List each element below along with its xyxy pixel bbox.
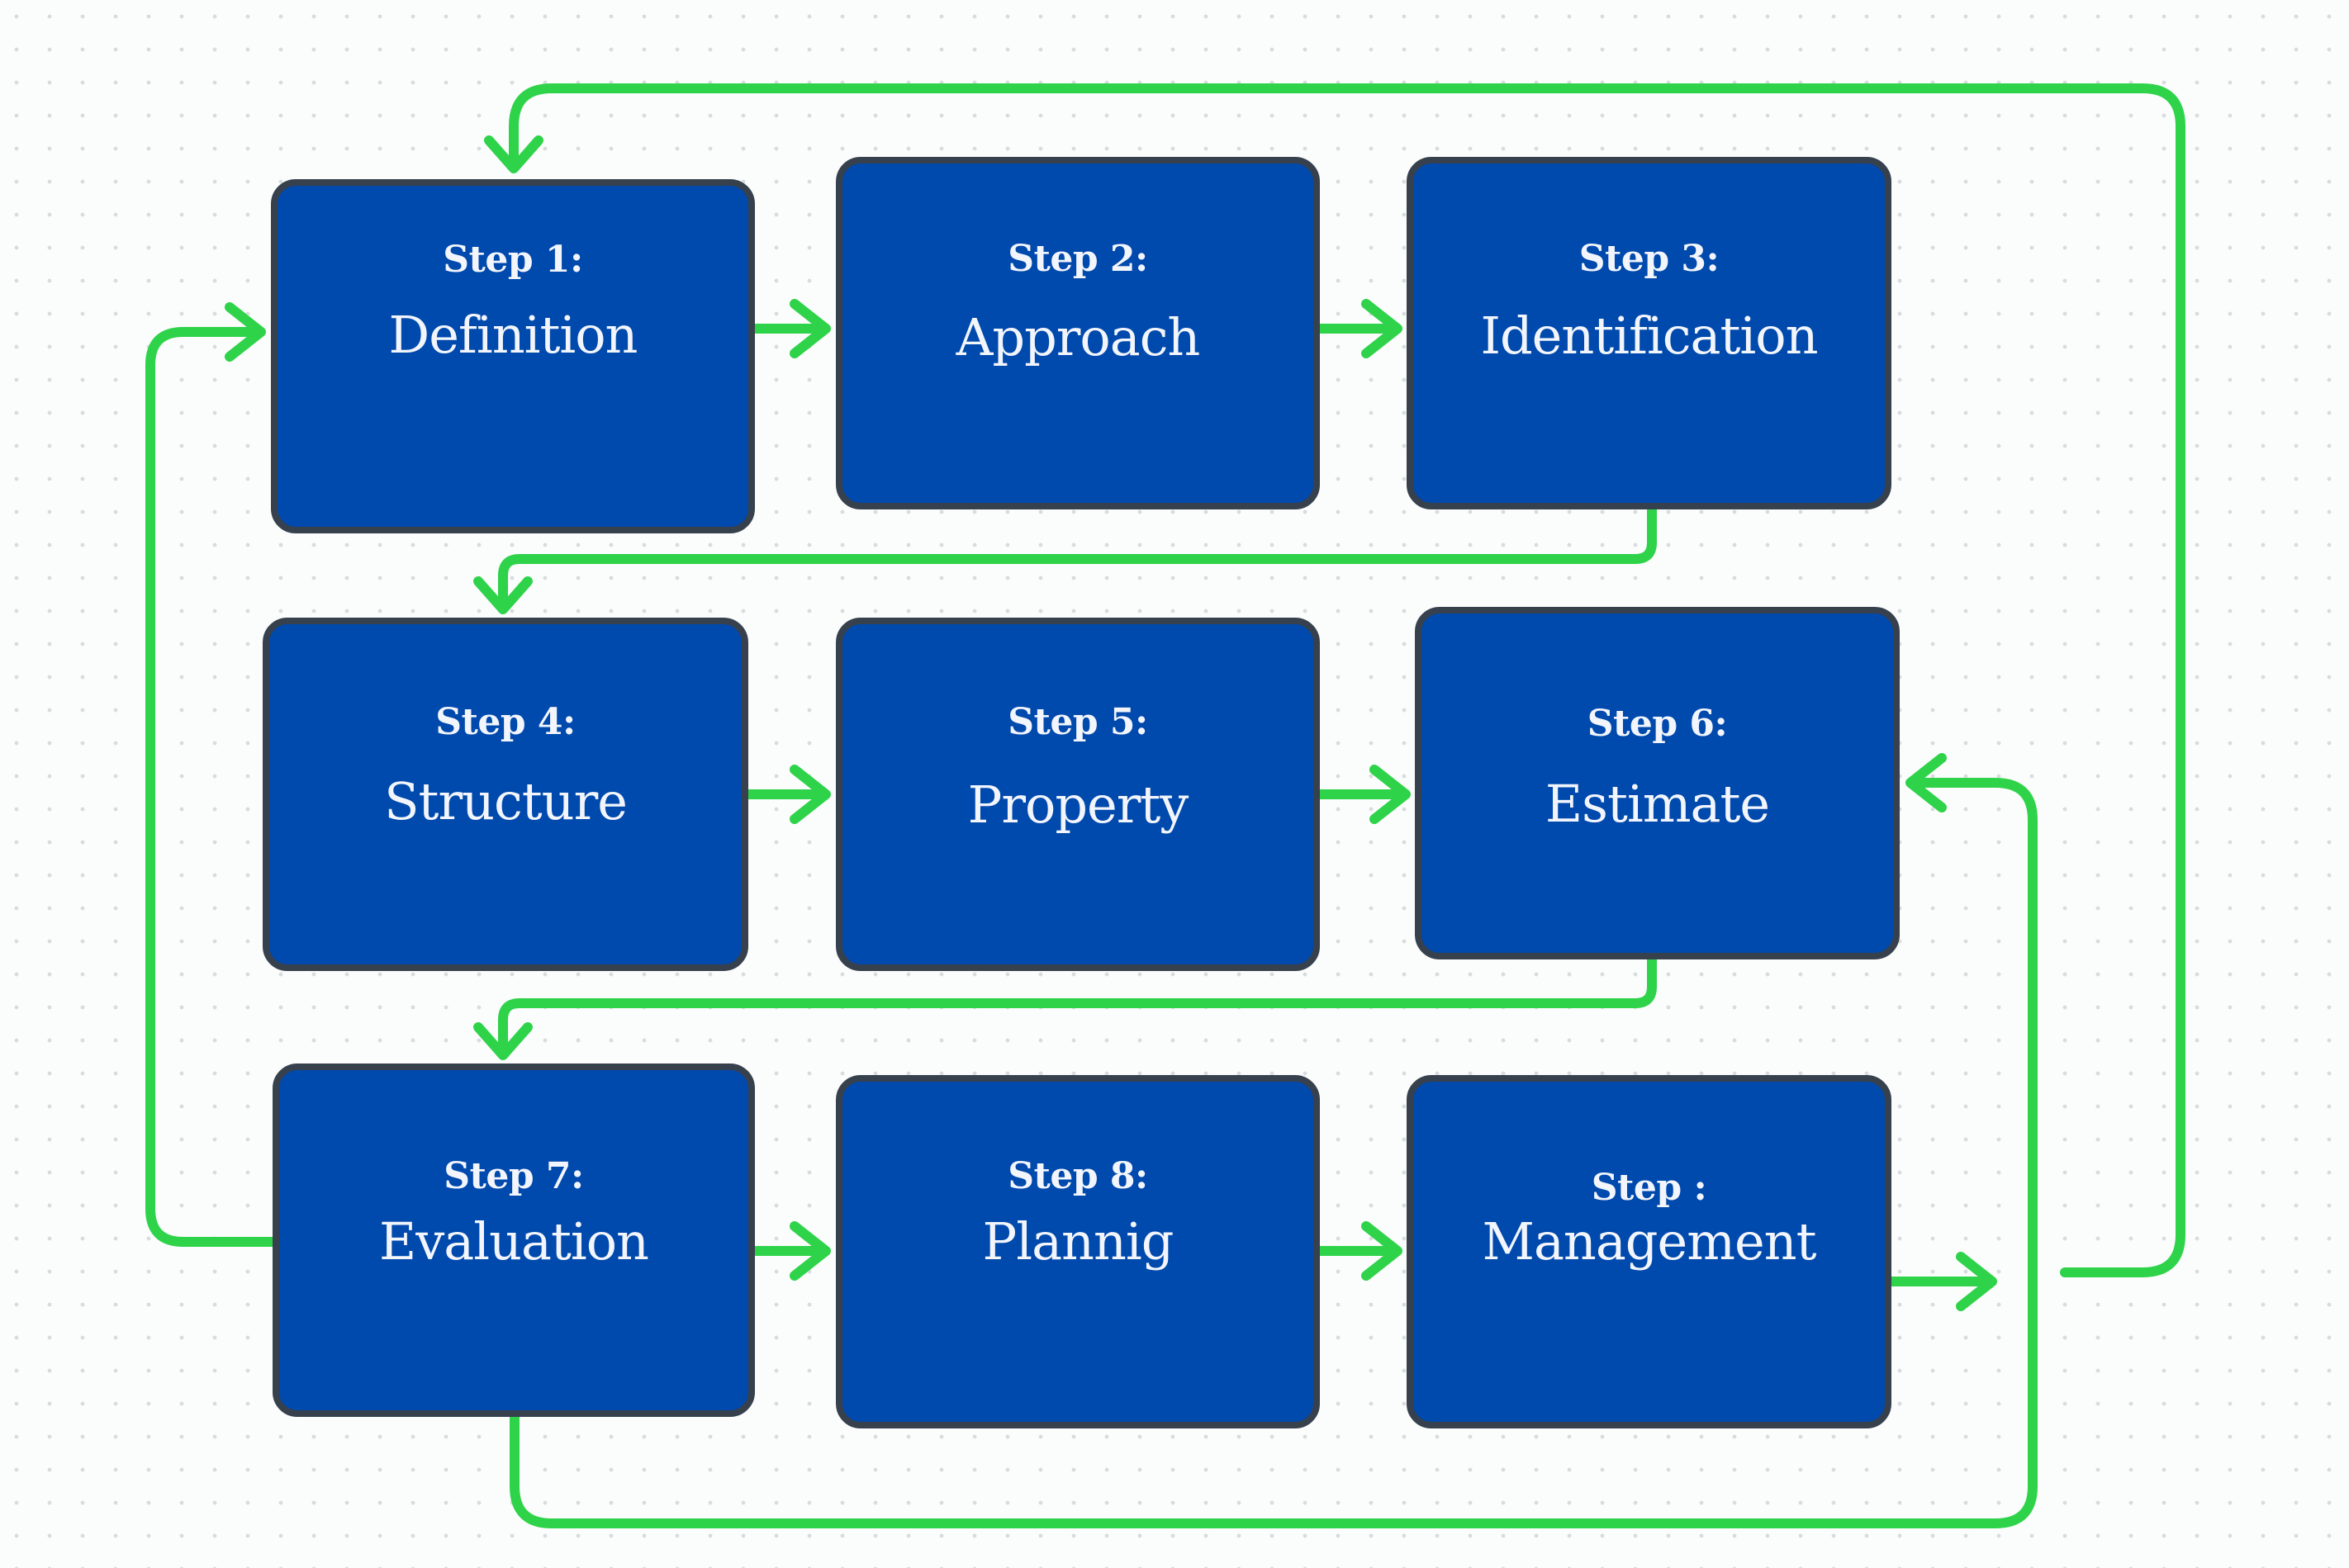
- step-3-label: Step 3:: [1578, 238, 1720, 280]
- step-8-name: Plannig: [982, 1211, 1174, 1272]
- step-1-name: Definition: [388, 305, 638, 365]
- step-4-name: Structure: [384, 771, 628, 831]
- step-9-box: Step : Management: [1407, 1075, 1891, 1428]
- step-3-box: Step 3: Identification: [1407, 157, 1891, 509]
- arrow-step6-to-step7: [473, 955, 1657, 1060]
- step-7-label: Step 7:: [444, 1155, 584, 1197]
- step-2-box: Step 2: Approach: [836, 157, 1320, 509]
- step-5-box: Step 5: Property: [836, 618, 1320, 971]
- step-7-box: Step 7: Evaluation: [273, 1063, 755, 1417]
- step-1-box: Step 1: Definition: [271, 179, 755, 533]
- step-7-name: Evaluation: [379, 1211, 649, 1272]
- step-5-name: Property: [967, 775, 1189, 835]
- step-4-box: Step 4: Structure: [263, 618, 748, 971]
- step-2-label: Step 2:: [1008, 238, 1148, 280]
- step-6-label: Step 6:: [1587, 703, 1728, 745]
- arrow-step8-to-step9: [1315, 1221, 1402, 1281]
- step-8-label: Step 8:: [1008, 1155, 1148, 1197]
- step-6-name: Estimate: [1545, 774, 1770, 834]
- arrow-step4-to-step5: [743, 765, 831, 824]
- step-6-box: Step 6: Estimate: [1415, 607, 1900, 959]
- arrow-step7-to-step1: [145, 302, 278, 1247]
- arrow-step2-to-step3: [1315, 299, 1402, 358]
- arrow-step3-to-step4: [473, 505, 1657, 614]
- arrow-step7-to-step8: [750, 1221, 831, 1281]
- step-8-box: Step 8: Plannig: [836, 1075, 1320, 1428]
- step-1-label: Step 1:: [443, 239, 583, 281]
- step-9-name: Management: [1482, 1211, 1816, 1272]
- arrow-step5-to-step6: [1315, 765, 1411, 824]
- arrow-management-out: [1886, 1252, 1997, 1311]
- step-4-label: Step 4:: [435, 701, 576, 743]
- arrow-step7-to-step6: [510, 753, 2038, 1528]
- step-2-name: Approach: [956, 307, 1201, 367]
- arrow-management-to-step1: [484, 83, 2185, 1277]
- step-5-label: Step 5:: [1008, 701, 1148, 743]
- arrow-step1-to-step2: [750, 299, 831, 358]
- step-9-label: Step :: [1591, 1167, 1707, 1209]
- step-3-name: Identification: [1480, 306, 1818, 366]
